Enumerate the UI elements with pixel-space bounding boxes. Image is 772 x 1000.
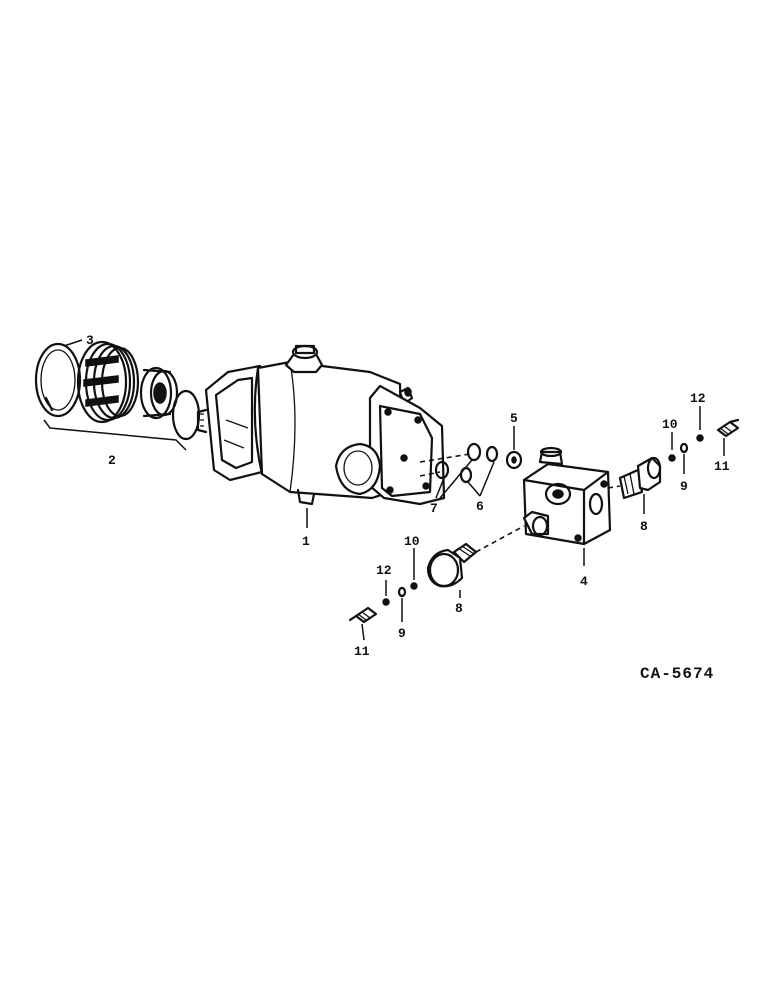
shim-part-12-lower <box>382 598 390 606</box>
bellows-seal-part <box>76 340 140 424</box>
ball-part-10-upper <box>668 454 676 462</box>
group-bracket <box>43 419 187 451</box>
seal-part-7 <box>434 442 482 480</box>
callout-7: 7 <box>430 501 438 516</box>
o-ring-part <box>171 389 201 441</box>
callout-2: 2 <box>108 453 116 468</box>
callout-11-lower: 11 <box>354 644 370 659</box>
callout-4: 4 <box>580 574 588 589</box>
washer-part-5 <box>505 450 523 470</box>
callout-8-lower: 8 <box>455 601 463 616</box>
callout-10-upper: 10 <box>662 417 678 432</box>
snap-ring-part <box>34 342 82 418</box>
callout-10-lower: 10 <box>404 534 420 549</box>
callout-1: 1 <box>302 534 310 549</box>
assembly-line <box>419 471 441 477</box>
adjusting-screw-part-11-upper <box>716 418 740 438</box>
callout-11-upper: 11 <box>714 459 730 474</box>
figure-code: CA-5674 <box>640 665 714 683</box>
valve-block-part <box>522 446 612 546</box>
spring-part-9-lower <box>397 586 407 598</box>
callout-6: 6 <box>476 499 484 514</box>
assembly-line <box>475 525 525 553</box>
callout-5: 5 <box>510 411 518 426</box>
spring-part-9-upper <box>679 442 689 454</box>
relief-valve-cartridge-upper <box>618 456 662 500</box>
assembly-line <box>607 485 621 489</box>
callout-12-upper: 12 <box>690 391 706 406</box>
bearing-part <box>139 366 179 420</box>
callout-3: 3 <box>86 333 94 348</box>
callout-9-upper: 9 <box>680 479 688 494</box>
callout-12-lower: 12 <box>376 563 392 578</box>
ball-part-10-lower <box>410 582 418 590</box>
shim-part-12-upper <box>696 434 704 442</box>
callout-labels: 1 2 3 4 5 6 7 8 8 9 9 10 10 11 11 12 12 <box>86 333 730 659</box>
callout-8-upper: 8 <box>640 519 648 534</box>
pump-housing-part <box>196 344 446 506</box>
callout-leaders <box>63 339 725 641</box>
callout-9-lower: 9 <box>398 626 406 641</box>
adjusting-screw-part-11-lower <box>348 606 378 624</box>
relief-valve-cartridge-lower <box>426 542 478 588</box>
